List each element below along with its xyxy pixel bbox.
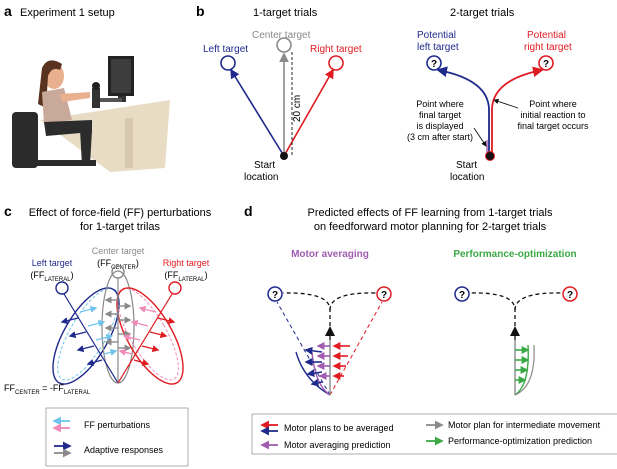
right-target-circle <box>328 55 344 71</box>
panel-d: d Predicted effects of FF learning from … <box>244 203 617 455</box>
panel-c-letter: c <box>4 203 12 219</box>
start-label-line1: Start <box>254 160 275 171</box>
left-target-label: Left target <box>203 44 248 55</box>
potential-left-label-1: Potential <box>417 30 456 41</box>
potential-right-label-1: Potential <box>527 30 566 41</box>
panel-b-letter: b <box>196 3 205 19</box>
legend-adaptive-responses: Adaptive responses <box>84 445 164 455</box>
legend-ff-perturbations: FF perturbations <box>84 420 151 430</box>
center-target-circle <box>276 37 292 53</box>
chair <box>12 112 38 168</box>
right-curved-path <box>491 66 544 155</box>
left-curved-path <box>436 66 490 155</box>
start-label-2-line2: location <box>450 172 484 183</box>
potential-left-circle <box>426 55 442 71</box>
panel-d-letter: d <box>244 203 253 219</box>
panel-c: c Effect of force-field (FF) perturbatio… <box>4 203 212 467</box>
distance-label: 20 cm <box>292 95 303 122</box>
one-target-title: 1-target trials <box>253 7 318 19</box>
legend-motor-plans: Motor plans to be averaged <box>284 423 394 433</box>
right-target-label: Right target <box>310 44 362 55</box>
c-left-target <box>55 281 69 295</box>
panel-a-title: Experiment 1 setup <box>20 7 115 19</box>
c-center-ff: (FFCENTER) <box>97 258 139 271</box>
c-right-ff-ellipse <box>117 287 179 381</box>
point-reaction-annotation: Point where initial reaction to final ta… <box>493 98 589 131</box>
panel-a: a Experiment 1 setup <box>4 3 170 172</box>
panel-d-title-line2: on feedforward motor planning for 2-targ… <box>314 221 547 233</box>
legend-intermediate-plan: Motor plan for intermediate movement <box>448 420 601 430</box>
d-avg-right-question: ? <box>381 290 387 301</box>
point-displayed-line4: (3 cm after start) <box>407 132 473 142</box>
start-label-line2: location <box>244 172 278 183</box>
c-equation: FFCENTER = -FFLATERAL <box>4 383 91 396</box>
d-opt-right-question: ? <box>567 290 573 301</box>
performance-optimization-diagram: ? ? <box>454 286 578 396</box>
start-dot-two-target <box>485 151 495 161</box>
c-legend: FF perturbations Adaptive responses <box>45 407 189 467</box>
c-right-target <box>168 281 182 295</box>
point-displayed-line3: is displayed <box>416 121 463 131</box>
c-left-ff-ellipse <box>57 287 119 381</box>
point-reaction-line3: final target occurs <box>517 121 589 131</box>
point-displayed-annotation: Point where final target is displayed (3… <box>407 99 487 147</box>
c-left-label: Left target <box>32 258 73 268</box>
c-right-label: Right target <box>163 258 210 268</box>
center-target-label: Center target <box>252 30 311 41</box>
panel-a-letter: a <box>4 3 12 19</box>
point-reaction-line1: Point where <box>529 99 577 109</box>
c-left-adaptive-ellipse <box>52 287 120 385</box>
c-right-arrows <box>118 305 176 366</box>
start-label-2-line1: Start <box>456 160 477 171</box>
point-displayed-line1: Point where <box>416 99 464 109</box>
right-reach-arrow <box>283 68 334 157</box>
legend-averaging-prediction: Motor averaging prediction <box>284 440 391 450</box>
motor-averaging-diagram: ? ? <box>267 286 392 396</box>
potential-left-label-2: left target <box>417 42 459 53</box>
c-left-ff: (FFLATERAL) <box>30 270 73 283</box>
c-left-arrows <box>60 305 118 366</box>
legend-optimization-prediction: Performance-optimization prediction <box>448 436 592 446</box>
performance-optimization-title: Performance-optimization <box>453 249 576 260</box>
start-dot-one-target <box>280 152 288 160</box>
point-reaction-line2: initial reaction to <box>520 110 585 120</box>
potential-right-circle <box>538 55 554 71</box>
panel-b: b 1-target trials 2-target trials Center… <box>196 3 589 183</box>
left-reach-arrow <box>230 68 285 157</box>
point-displayed-line2: final target <box>419 110 462 120</box>
panel-c-title-line2: for 1-target trilas <box>80 221 161 233</box>
d-legend: Motor plans to be averaged Motor averagi… <box>251 413 617 455</box>
motor-averaging-title: Motor averaging <box>291 249 369 260</box>
experiment-setup-illustration <box>12 56 170 172</box>
c-center-label: Center target <box>92 246 145 256</box>
potential-right-question: ? <box>543 59 549 70</box>
two-target-title: 2-target trials <box>450 7 515 19</box>
potential-right-label-2: right target <box>524 42 572 53</box>
d-avg-left-question: ? <box>272 290 278 301</box>
left-target-circle <box>220 55 236 71</box>
c-right-ff: (FFLATERAL) <box>164 270 207 283</box>
panel-d-title-line1: Predicted effects of FF learning from 1-… <box>308 207 553 219</box>
panel-c-title-line1: Effect of force-field (FF) perturbations <box>29 207 212 219</box>
d-opt-left-question: ? <box>459 290 465 301</box>
potential-left-question: ? <box>431 59 437 70</box>
